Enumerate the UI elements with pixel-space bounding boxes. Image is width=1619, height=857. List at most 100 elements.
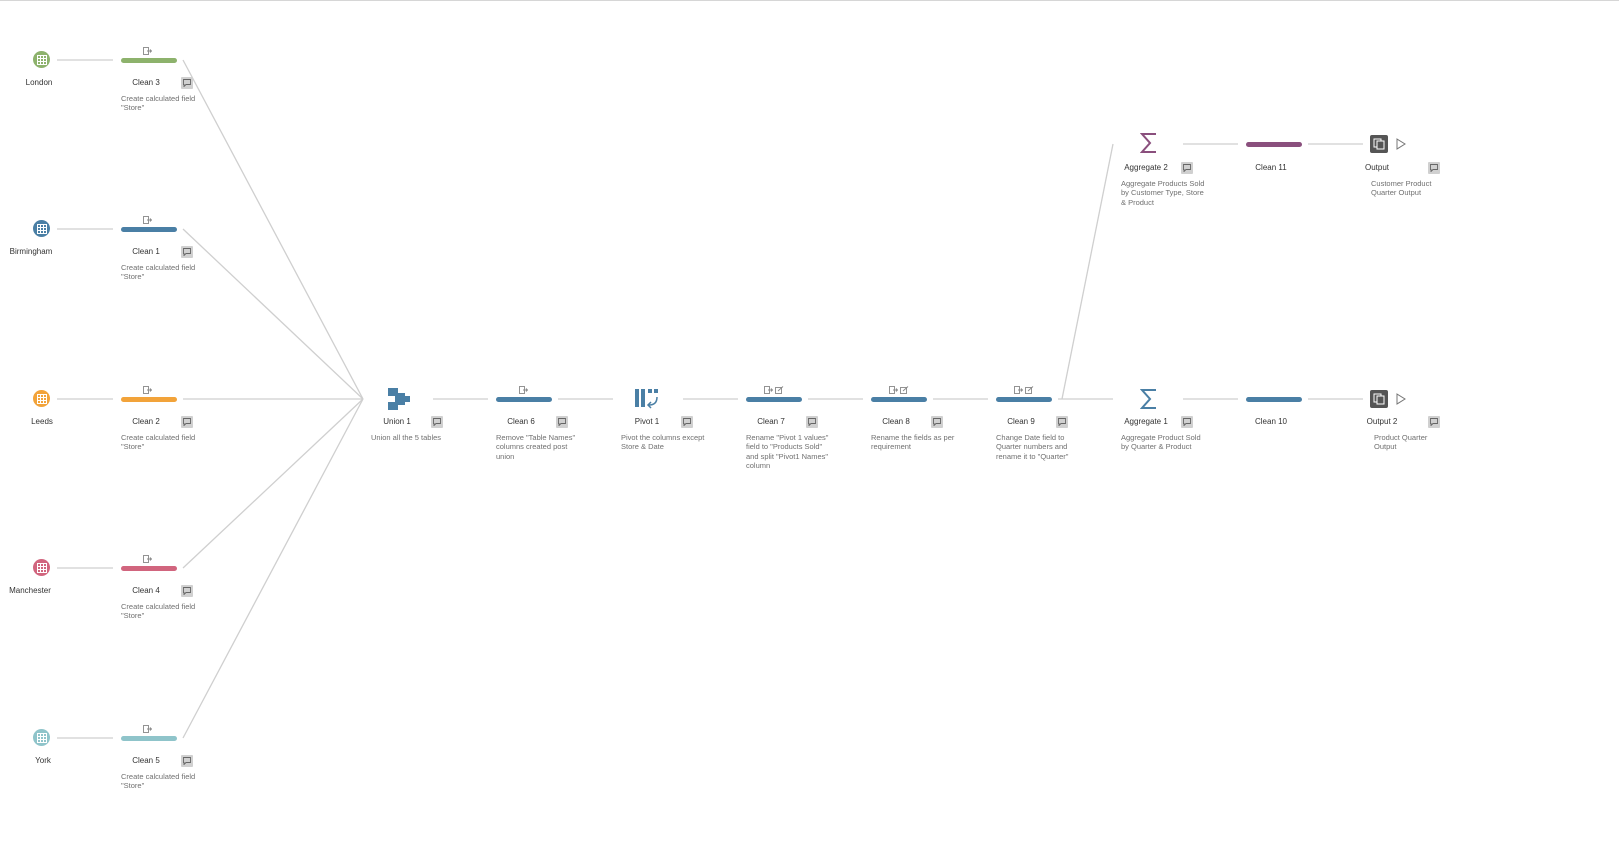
step-label-output2: Output 2 — [1366, 417, 1398, 426]
step-label-aggregate2: Aggregate 2 — [1124, 163, 1168, 172]
input-node-manchester[interactable] — [33, 559, 50, 576]
comment-icon[interactable] — [181, 416, 193, 428]
step-desc-clean2: Create calculated field "Store" — [121, 433, 196, 452]
clean-step-clean1[interactable] — [121, 227, 177, 232]
step-desc-clean5: Create calculated field "Store" — [121, 772, 196, 791]
clean-change-icon — [143, 216, 152, 224]
pivot-icon[interactable] — [635, 389, 661, 409]
clean-step-clean5[interactable] — [121, 736, 177, 741]
clean-step-clean11[interactable] — [1246, 142, 1302, 147]
link-clean5-union — [182, 398, 364, 739]
comment-icon[interactable] — [181, 755, 193, 767]
clean-step-clean6[interactable] — [496, 397, 552, 402]
rename-icon — [1025, 386, 1034, 394]
step-desc-output: Customer Product Quarter Output — [1371, 179, 1432, 198]
comment-icon[interactable] — [181, 246, 193, 258]
comment-icon[interactable] — [1428, 416, 1440, 428]
sigma-icon[interactable] — [1140, 388, 1158, 410]
step-label-clean3: Clean 3 — [132, 78, 160, 87]
clean-step-clean10[interactable] — [1246, 397, 1302, 402]
comment-icon[interactable] — [931, 416, 943, 428]
input-label-leeds: Leeds — [31, 417, 53, 426]
run-play-icon[interactable] — [1396, 138, 1406, 150]
step-desc-clean3: Create calculated field "Store" — [121, 94, 196, 113]
step-desc-clean7: Rename "Pivot 1 values" field to "Produc… — [746, 433, 829, 471]
output-icon[interactable] — [1370, 135, 1388, 153]
rename-icon — [900, 386, 909, 394]
step-desc-aggregate2: Aggregate Products Sold by Customer Type… — [1121, 179, 1205, 207]
table-grid-icon — [36, 732, 47, 743]
step-label-clean8: Clean 8 — [882, 417, 910, 426]
step-label-output: Output — [1364, 163, 1390, 172]
clean-change-icon — [143, 47, 152, 55]
clean-step-clean2[interactable] — [121, 397, 177, 402]
clean-change-icon — [889, 386, 898, 394]
step-label-clean5: Clean 5 — [132, 756, 160, 765]
step-label-clean10: Clean 10 — [1254, 417, 1288, 426]
step-label-clean1: Clean 1 — [132, 247, 160, 256]
comment-icon[interactable] — [556, 416, 568, 428]
step-desc-clean6: Remove "Table Names" columns created pos… — [496, 433, 576, 461]
input-node-york[interactable] — [33, 729, 50, 746]
link-clean3-union — [182, 59, 364, 400]
step-label-clean9: Clean 9 — [1007, 417, 1035, 426]
comment-icon[interactable] — [1056, 416, 1068, 428]
sigma-icon[interactable] — [1140, 132, 1158, 154]
clean-step-clean3[interactable] — [121, 58, 177, 63]
table-grid-icon — [36, 54, 47, 65]
run-play-icon[interactable] — [1396, 393, 1406, 405]
comment-icon[interactable] — [1181, 416, 1193, 428]
step-desc-union1: Union all the 5 tables — [371, 433, 442, 442]
table-grid-icon — [36, 393, 47, 404]
comment-icon[interactable] — [1428, 162, 1440, 174]
input-node-leeds[interactable] — [33, 390, 50, 407]
clean-change-icon — [143, 386, 152, 394]
step-desc-clean9: Change Date field to Quarter numbers and… — [996, 433, 1069, 461]
comment-icon[interactable] — [181, 77, 193, 89]
input-label-manchester: Manchester — [9, 586, 51, 595]
step-label-aggregate1: Aggregate 1 — [1124, 417, 1168, 426]
table-grid-icon — [36, 562, 47, 573]
step-label-clean4: Clean 4 — [132, 586, 160, 595]
step-label-union1: Union 1 — [383, 417, 411, 426]
clean-step-clean8[interactable] — [871, 397, 927, 402]
clean-change-icon — [143, 555, 152, 563]
output-icon[interactable] — [1370, 390, 1388, 408]
step-desc-clean4: Create calculated field "Store" — [121, 602, 196, 621]
step-label-clean7: Clean 7 — [757, 417, 785, 426]
comment-icon[interactable] — [681, 416, 693, 428]
step-desc-clean1: Create calculated field "Store" — [121, 263, 196, 282]
input-label-birmingham: Birmingham — [9, 247, 53, 256]
clean-change-icon — [143, 725, 152, 733]
top-border — [0, 0, 1619, 1]
comment-icon[interactable] — [1181, 162, 1193, 174]
clean-change-icon — [764, 386, 773, 394]
clean-step-clean7[interactable] — [746, 397, 802, 402]
input-label-london: London — [25, 78, 53, 87]
step-label-clean11: Clean 11 — [1255, 163, 1287, 172]
step-label-clean2: Clean 2 — [132, 417, 160, 426]
link-clean4-union — [182, 398, 364, 569]
clean-step-clean9[interactable] — [996, 397, 1052, 402]
clean-step-clean4[interactable] — [121, 566, 177, 571]
comment-icon[interactable] — [181, 585, 193, 597]
step-desc-clean8: Rename the fields as per requirement — [871, 433, 955, 452]
union-icon[interactable] — [388, 388, 412, 410]
link-clean1-union — [182, 228, 364, 400]
clean-change-icon — [519, 386, 528, 394]
comment-icon[interactable] — [431, 416, 443, 428]
table-grid-icon — [36, 223, 47, 234]
input-node-london[interactable] — [33, 51, 50, 68]
step-desc-pivot1: Pivot the columns except Store & Date — [621, 433, 705, 452]
step-label-clean6: Clean 6 — [507, 417, 535, 426]
input-node-birmingham[interactable] — [33, 220, 50, 237]
comment-icon[interactable] — [806, 416, 818, 428]
input-label-york: York — [35, 756, 51, 765]
step-label-pivot1: Pivot 1 — [634, 417, 660, 426]
clean-change-icon — [1014, 386, 1023, 394]
step-desc-aggregate1: Aggregate Product Sold by Quarter & Prod… — [1121, 433, 1201, 452]
link-clean9-aggregate2 — [1061, 143, 1114, 400]
step-desc-output2: Product Quarter Output — [1374, 433, 1428, 452]
